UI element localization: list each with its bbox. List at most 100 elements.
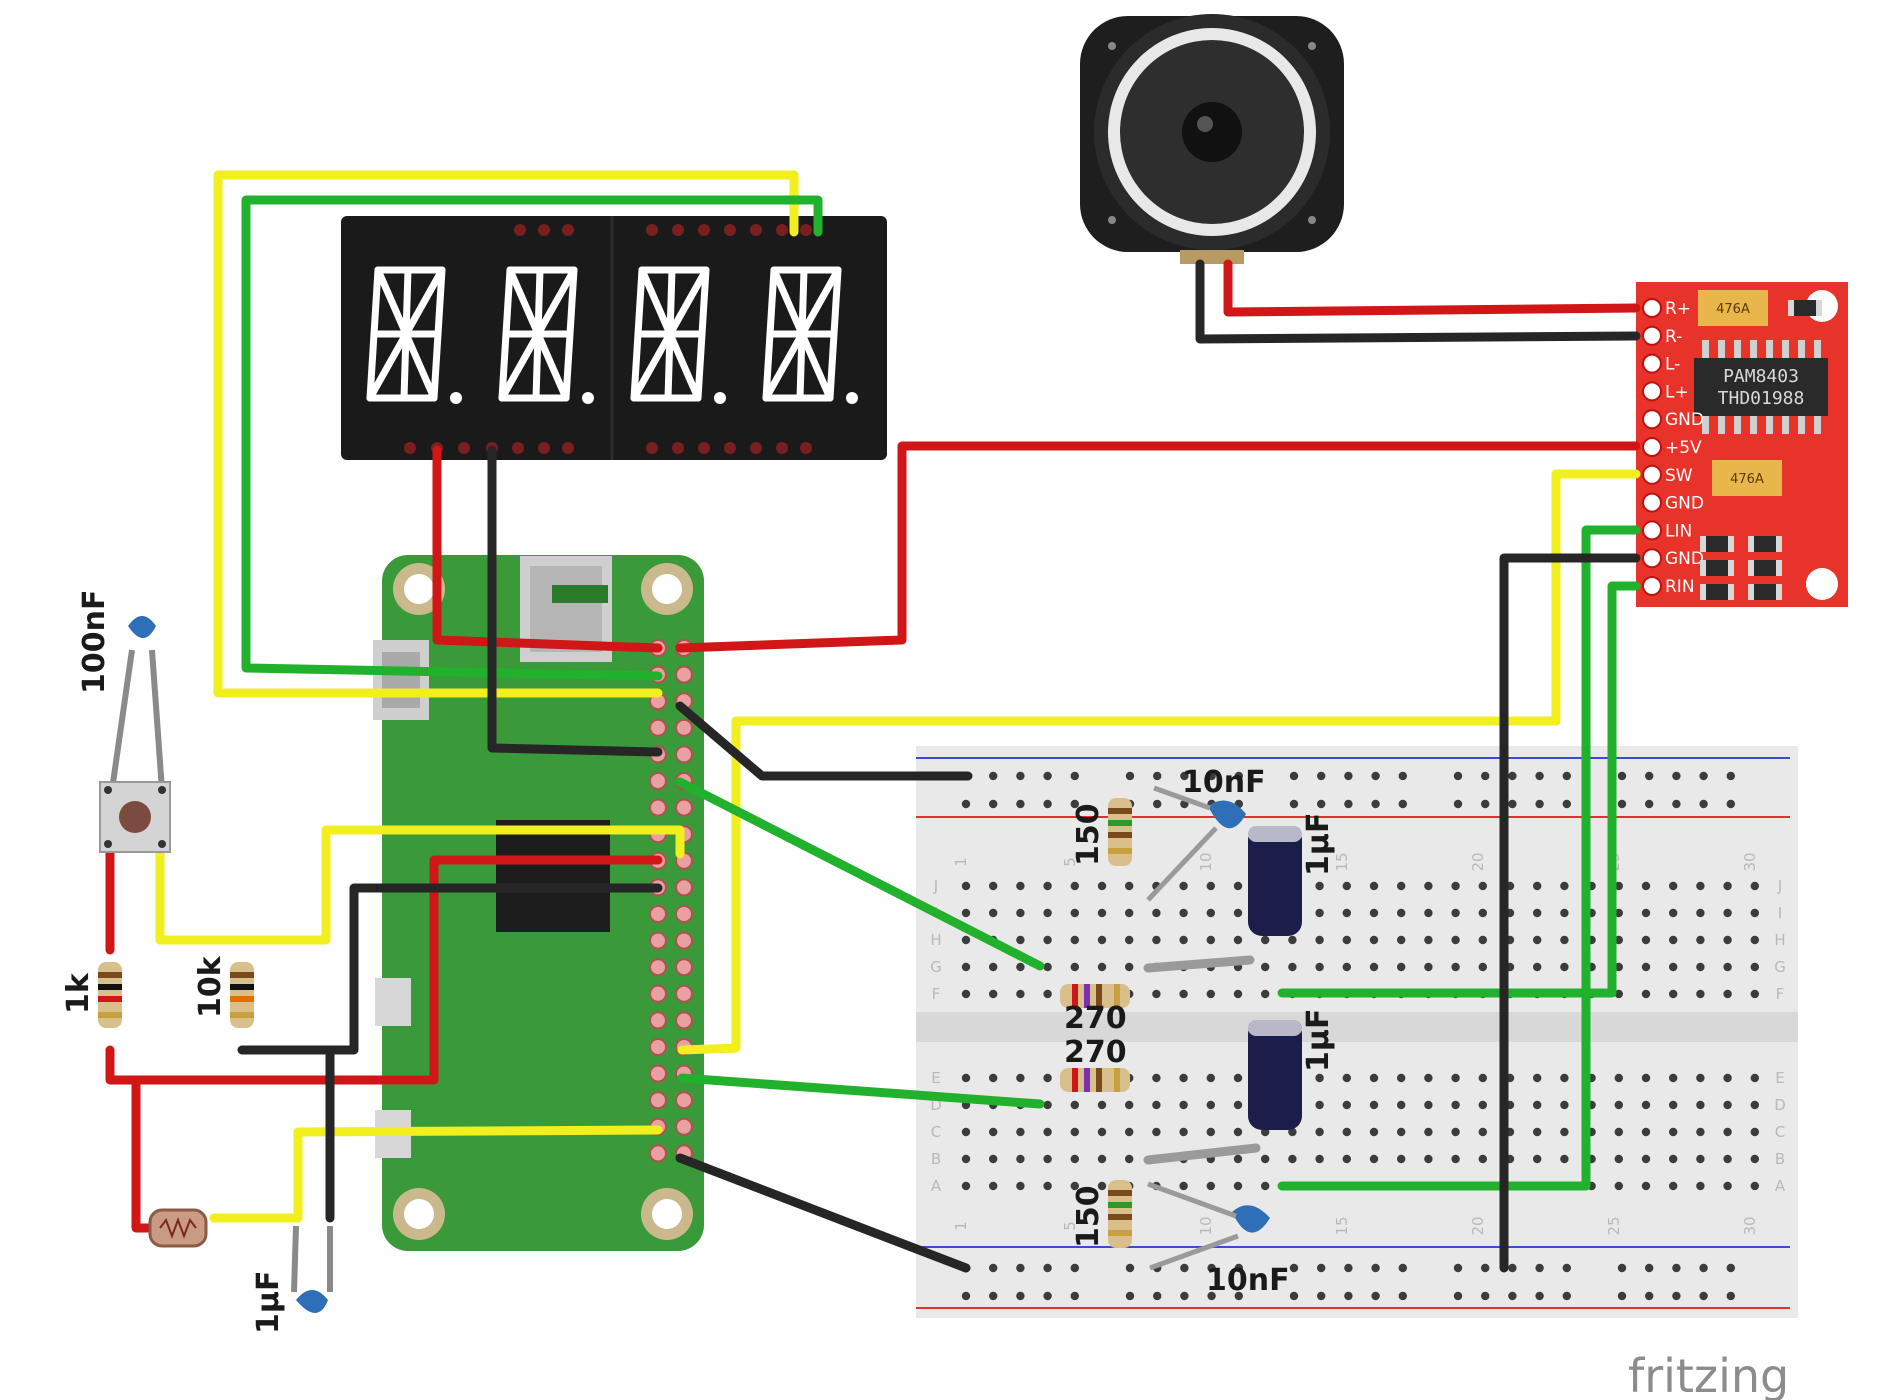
wire-black-amp-gnd [1499,553,1641,1273]
wire-red-speaker [1223,259,1641,317]
wire-red-display-pi [432,445,663,653]
label-150-top: 150 [1071,803,1106,866]
cap-1uf-top-body [1248,826,1302,936]
column-number-bottom: 10 [1197,1216,1215,1235]
label-270-top: 270 [1064,1001,1127,1036]
amp-pin-label: GND [1665,549,1704,569]
photoresistor [148,1208,208,1248]
row-letter: F [932,985,941,1003]
wire-yellow-display-pi [213,170,799,698]
row-letter: E [1775,1069,1784,1087]
column-number-bottom: 15 [1333,1216,1351,1235]
wires [105,170,1641,1273]
display-digit [498,266,594,404]
wire-grey-bb-1 [1143,955,1255,973]
cap-text-bottom: 476A [1730,472,1764,487]
amp-pin-label: +5V [1665,438,1702,458]
label-1uf-left: 1µF [251,1271,286,1334]
wire-black-pi-gnd [237,883,663,1055]
row-letter: B [1775,1150,1785,1168]
wire-yellow-button [155,825,685,945]
wire-red-pi-3v3 [105,855,663,1085]
row-letter: G [1774,958,1786,976]
wire-black-display-pi [487,445,663,757]
column-number-bottom: 5 [1061,1221,1079,1231]
display-digit [366,266,462,404]
speaker [1080,14,1344,264]
wire-black-gnd-top [675,701,973,781]
wire-green-pi-bb-bottom [677,1073,1045,1109]
wire-yellow-ldr [209,1125,663,1223]
row-letter: J [1777,877,1782,895]
column-number-bottom: 20 [1469,1216,1487,1235]
label-10k: 10k [193,955,228,1018]
cap-100nf-body [128,616,156,638]
column-number-bottom: 25 [1605,1216,1623,1235]
row-letter: G [930,958,942,976]
row-letter: H [1774,931,1785,949]
wire-black-gnd-bottom [675,1153,971,1273]
label-270-bottom: 270 [1064,1035,1127,1070]
row-letter: A [931,1177,942,1195]
cap-text-top: 476A [1716,302,1750,317]
row-letter: D [1774,1096,1786,1114]
display-digit [762,266,858,404]
amp-pin-label: LIN [1665,521,1692,541]
resistor-10k [230,962,254,1028]
row-letter: J [933,877,938,895]
display-digit [630,266,726,404]
row-letter: C [931,1123,941,1141]
raspberry-pi-zero [373,555,704,1251]
amp-pin-label: L- [1665,355,1680,375]
cap-1uf-left-body [296,1290,328,1313]
amp-pin-label: R- [1665,327,1682,347]
column-number-top: 10 [1197,852,1215,871]
amp-pin-label: SW [1665,466,1693,486]
label-100nf: 100nF [77,590,112,694]
row-letter: C [1775,1123,1785,1141]
chip-text-2: THD01988 [1718,388,1805,409]
label-1uf-bottom: 1µF [1301,1009,1336,1072]
resistor-1k [98,962,122,1028]
wire-green-rin [1277,525,1641,1191]
breadboard-parts: 150 10nF 1µF 270 270 1µF 150 [1060,765,1336,1298]
column-number-top: 20 [1469,852,1487,871]
column-number-top: 5 [1061,857,1079,867]
wire-green-pi-bb-top [675,777,1045,971]
row-letter: D [930,1096,942,1114]
amp-pin-label: L+ [1665,382,1689,402]
row-letter: F [1776,985,1785,1003]
pam8403-amplifier: PAM8403 THD01988 476A 476A R+ R- L- L+ GND +5… [1636,282,1848,607]
row-letter: A [1775,1177,1786,1195]
label-1k: 1k [61,972,96,1014]
wire-green-lin [1277,581,1641,998]
amp-pin-label: GND [1665,494,1704,514]
14-segment-display [341,216,887,460]
amp-pin-label: R+ [1665,299,1691,319]
amp-pin-label: GND [1665,410,1704,430]
row-letter: E [931,1069,940,1087]
column-number-bottom: 1 [952,1221,970,1231]
column-number-top: 1 [952,857,970,867]
chip-text-1: PAM8403 [1723,366,1799,387]
breadboard-holes [961,771,1760,1301]
cap-10nf-bottom-body [1232,1205,1270,1233]
label-10nf-top: 10nF [1182,765,1266,800]
amp-pin-label: RIN [1665,577,1695,597]
wire-red-amp-power [675,441,1641,653]
wire-yellow-audio [677,469,1641,1055]
row-letter: B [931,1150,941,1168]
wire-black-speaker [1195,259,1641,344]
wire-green-display-pi [241,195,823,681]
column-number-top: 30 [1741,852,1759,871]
wire-grey-bb-2 [1143,1143,1261,1165]
cap-10nf-top-body [1208,800,1246,829]
wire-red-ldr [131,1075,155,1233]
cap-1uf-bottom-body [1248,1020,1302,1130]
row-letter: H [930,931,941,949]
label-1uf-top: 1µF [1301,813,1336,876]
